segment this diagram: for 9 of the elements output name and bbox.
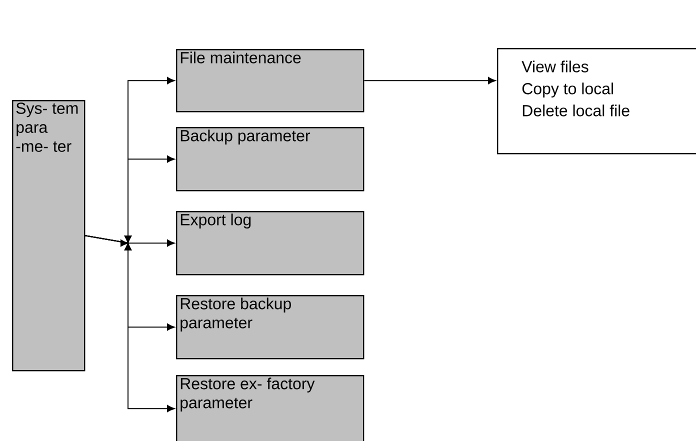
list-box: View files Copy to local Delete local file	[497, 48, 696, 154]
menu-box: Sys- tem para -me- ter	[12, 100, 86, 372]
arrow	[84, 235, 175, 412]
menu-box: Export log	[176, 211, 364, 276]
menu-box: Backup parameter	[176, 127, 364, 192]
arrow	[364, 77, 496, 84]
menu-box: Restore backup parameter	[176, 294, 364, 360]
menu-box: File maintenance	[176, 49, 364, 112]
menu-box: Restore ex- factory parameter	[176, 374, 364, 441]
